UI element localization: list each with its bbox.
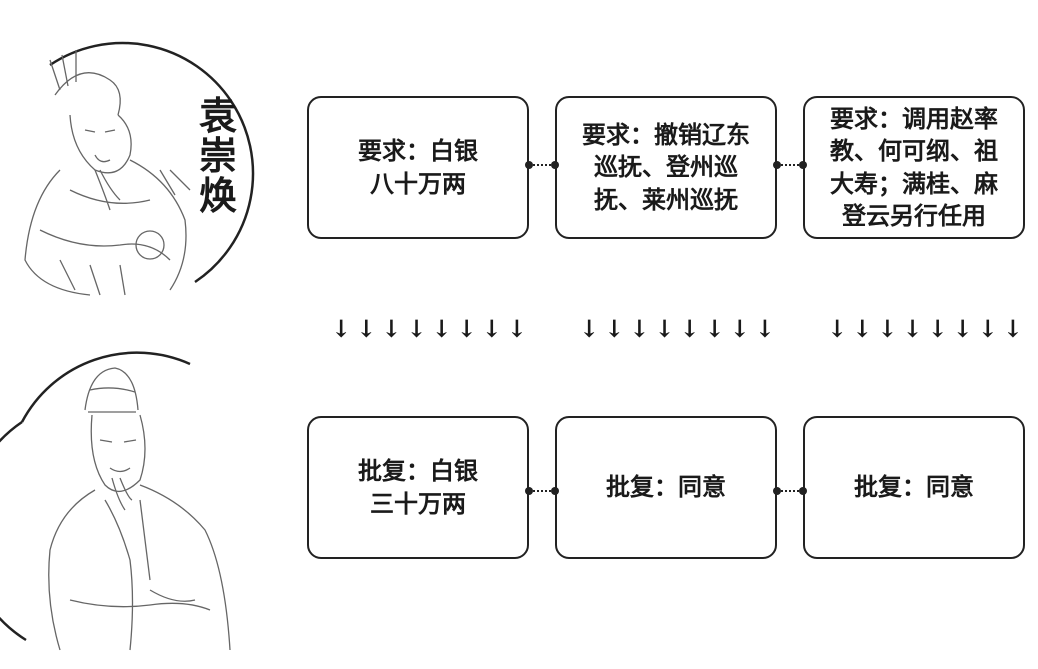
request-box-abolish-governors: 要求：撤销辽东 巡抚、登州巡 抚、莱州巡抚 bbox=[555, 96, 777, 239]
name-char: 焕 bbox=[198, 172, 237, 218]
reply-box-agree-1: 批复：同意 bbox=[555, 416, 777, 559]
request-box-assign-generals: 要求：调用赵率 教、何可纲、祖 大寿；满桂、麻 登云另行任用 bbox=[803, 96, 1025, 239]
person-name-vertical: 袁 崇 焕 bbox=[196, 96, 240, 216]
reply-text: 批复：同意 bbox=[854, 472, 974, 502]
down-arrows-3: ↓↓↓↓↓↓↓↓ bbox=[827, 314, 1028, 343]
connector bbox=[773, 161, 807, 169]
reply-box-silver: 批复：白银 三十万两 bbox=[307, 416, 529, 559]
connector bbox=[525, 161, 559, 169]
request-text: 要求：撤销辽东 巡抚、登州巡 抚、莱州巡抚 bbox=[582, 119, 750, 214]
request-text: 要求：白银 八十万两 bbox=[358, 136, 478, 198]
down-arrows-2: ↓↓↓↓↓↓↓↓ bbox=[579, 314, 780, 343]
name-char: 袁 bbox=[198, 93, 237, 138]
name-char: 崇 bbox=[198, 132, 237, 178]
emperor-portrait bbox=[0, 351, 231, 651]
connector bbox=[773, 487, 807, 495]
reply-text: 批复：白银 三十万两 bbox=[358, 456, 478, 518]
request-box-silver: 要求：白银 八十万两 bbox=[307, 96, 529, 239]
reply-box-agree-2: 批复：同意 bbox=[803, 416, 1025, 559]
request-text: 要求：调用赵率 教、何可纲、祖 大寿；满桂、麻 登云另行任用 bbox=[830, 103, 998, 230]
down-arrows-1: ↓↓↓↓↓↓↓↓ bbox=[331, 314, 532, 343]
yuan-chonghuan-portrait bbox=[24, 41, 255, 296]
reply-text: 批复：同意 bbox=[606, 472, 726, 502]
connector bbox=[525, 487, 559, 495]
